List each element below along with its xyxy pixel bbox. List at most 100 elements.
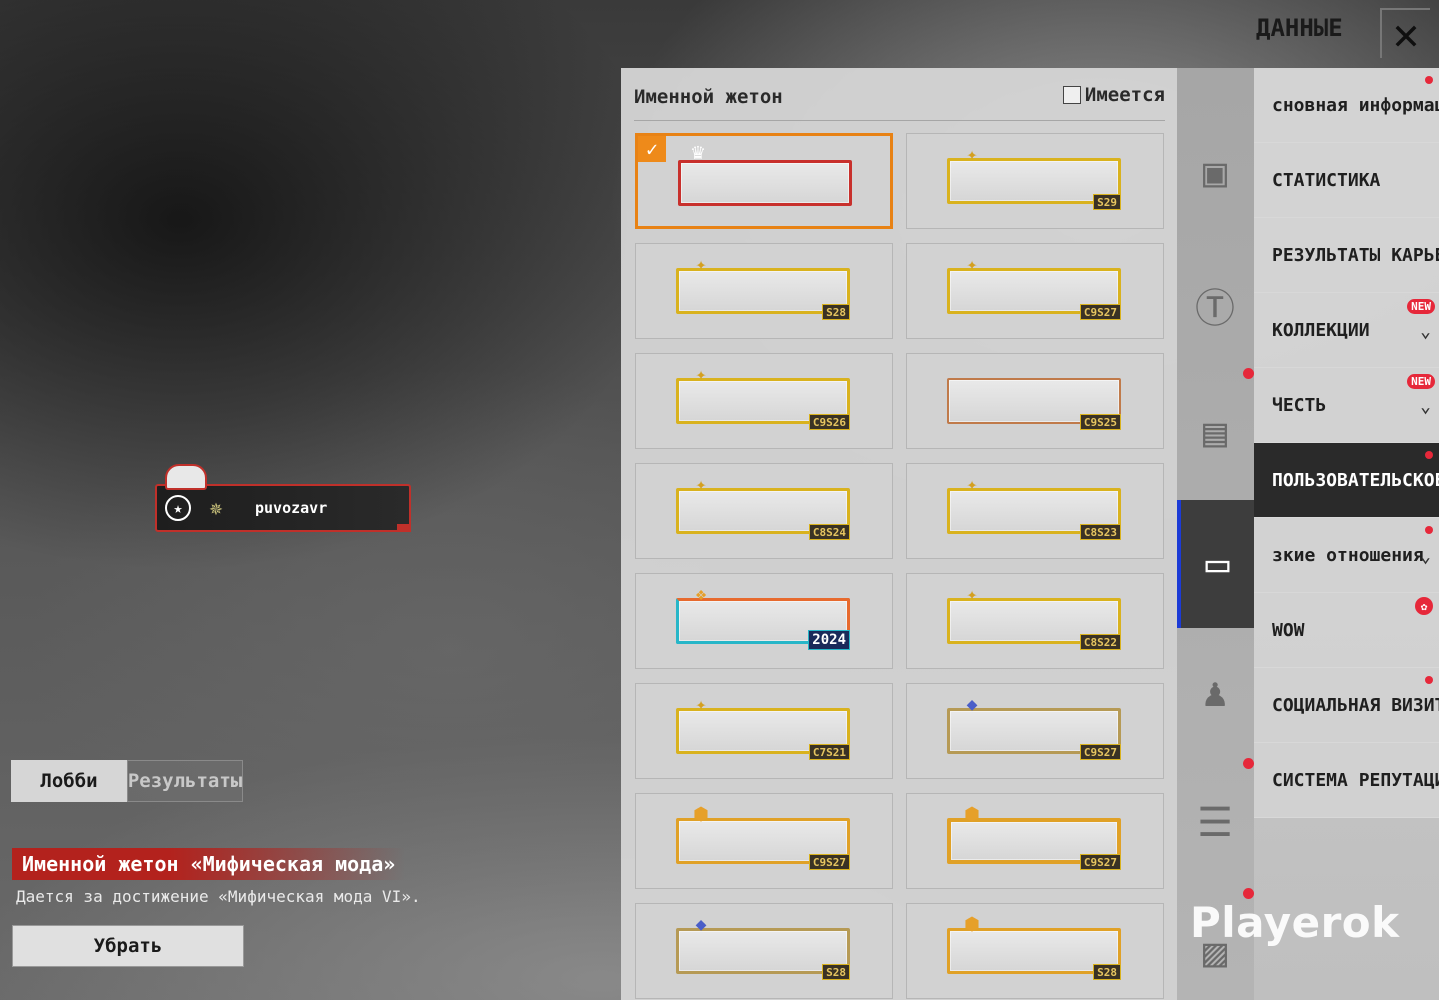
emblem-icon: ⬢ xyxy=(693,803,709,825)
corner-accent xyxy=(397,524,411,532)
player-name: puvozavr xyxy=(255,499,328,517)
nameplate-item[interactable]: ❖ 2024 xyxy=(635,573,893,669)
name-tag-icon[interactable]: ▤ xyxy=(1202,410,1228,456)
emblem-icon: ✦ xyxy=(695,693,707,715)
emblem-icon: ◆ xyxy=(966,693,978,715)
nameplate-panel: Именной жетон Имеется ✓♛✦S29✦S28✦C9S27✦C… xyxy=(621,68,1177,1000)
emblem-icon: ✦ xyxy=(695,363,707,385)
emblem-icon: ❖ xyxy=(695,583,707,605)
star-icon: ★ xyxy=(165,495,191,521)
season-label: S28 xyxy=(822,304,850,320)
menu-item[interactable]: СИСТЕМА РЕПУТАЦИИ xyxy=(1254,743,1439,818)
menu-item[interactable]: СОЦИАЛЬНАЯ ВИЗИТКА xyxy=(1254,668,1439,743)
crest-icon xyxy=(165,464,207,490)
notification-dot xyxy=(1425,676,1433,684)
chevron-down-icon: ⌄ xyxy=(1420,396,1431,417)
menu-item-label: КОЛЛЕКЦИИ xyxy=(1272,319,1370,341)
close-icon[interactable]: ✕ xyxy=(1380,8,1430,60)
chevron-down-icon: ⌄ xyxy=(1420,546,1431,567)
owned-filter-label: Имеется xyxy=(1084,84,1165,106)
title-icon[interactable]: Ⓣ xyxy=(1195,286,1235,332)
menu-item-label: СИСТЕМА РЕПУТАЦИИ xyxy=(1272,769,1439,791)
frame-icon[interactable]: ▣ xyxy=(1202,150,1228,196)
emblem-icon: ✦ xyxy=(966,473,978,495)
chevron-down-icon: ⌄ xyxy=(1420,321,1431,342)
owned-filter[interactable]: Имеется xyxy=(1062,84,1165,106)
nameplate-frame xyxy=(676,268,850,314)
menu-item-label: СОЦИАЛЬНАЯ ВИЗИТКА xyxy=(1272,694,1439,716)
tab-results[interactable]: Результаты xyxy=(127,760,243,802)
nameplate-item[interactable]: ✦ C7S21 xyxy=(635,683,893,779)
category-rail: ▣ Ⓣ ▤ ▭ ♟ ☰ ▨ xyxy=(1177,68,1254,1000)
emblem-icon: ✦ xyxy=(695,253,707,275)
remove-button[interactable]: Убрать xyxy=(12,925,244,967)
nameplate-item[interactable]: ⬢ S28 xyxy=(906,903,1164,999)
season-label: C8S23 xyxy=(1079,524,1121,540)
nameplate-item[interactable]: ⬢ C9S27 xyxy=(906,793,1164,889)
nameplate-item[interactable]: ✓♛ xyxy=(635,133,893,229)
season-label: S28 xyxy=(1093,964,1121,980)
nameplate-item[interactable]: ✦C9S27 xyxy=(906,243,1164,339)
season-label: C8S24 xyxy=(808,524,850,540)
menu-item[interactable]: КОЛЛЕКЦИИ NEW ⌄ xyxy=(1254,293,1439,368)
season-label: C9S25 xyxy=(1079,414,1121,430)
nameplate-item[interactable]: ✦ C8S23 xyxy=(906,463,1164,559)
emblem-icon: ◆ xyxy=(695,913,707,935)
nameplate-item[interactable]: ✦ S28 xyxy=(635,243,893,339)
emblem-icon: ✦ xyxy=(966,253,978,275)
selected-item-description: Дается за достижение «Мифическая мода VI… xyxy=(16,887,421,906)
notification-dot xyxy=(1243,888,1254,899)
emblem-icon: ⬢ xyxy=(964,913,980,935)
nameplate-item[interactable]: ◆ C9S27 xyxy=(906,683,1164,779)
season-label: S29 xyxy=(1093,194,1121,210)
nameplate-item[interactable]: ✦ C8S24 xyxy=(635,463,893,559)
check-icon: ✓ xyxy=(638,136,666,162)
folder-icon[interactable]: ▭ xyxy=(1177,500,1254,628)
menu-item[interactable]: WOW✿ xyxy=(1254,593,1439,668)
new-badge: NEW xyxy=(1407,299,1435,314)
divider xyxy=(634,120,1165,121)
notification-dot xyxy=(1243,758,1254,769)
image-icon[interactable]: ▨ xyxy=(1202,930,1228,976)
emblem-icon: ✦ xyxy=(966,583,978,605)
season-label: C9S27 xyxy=(1079,744,1121,760)
season-label: C7S21 xyxy=(808,744,850,760)
tab-lobby[interactable]: Лобби xyxy=(11,760,127,802)
nameplate-item[interactable]: ⬢ C9S27 xyxy=(635,793,893,889)
menu-item-label: сновная информаци xyxy=(1272,94,1439,116)
emblem-icon: ✦ xyxy=(695,473,707,495)
portrait-icon[interactable]: ♟ xyxy=(1202,670,1228,716)
panel-title: Именной жетон xyxy=(634,86,783,108)
nameplate-preview: ★ ✵ puvozavr xyxy=(155,464,411,532)
menu-item-label: WOW xyxy=(1272,619,1305,641)
nameplate-item[interactable]: ✦ S29 xyxy=(906,133,1164,229)
menu-item-label: СТАТИСТИКА xyxy=(1272,169,1381,191)
nameplate-item[interactable]: ✦ C8S22 xyxy=(906,573,1164,669)
season-label: C9S27 xyxy=(808,854,850,870)
nameplate-item[interactable]: ✦ C9S26 xyxy=(635,353,893,449)
nameplate-frame xyxy=(947,708,1121,754)
season-label: C9S27 xyxy=(1079,854,1121,870)
mode-tabs: Лобби Результаты xyxy=(11,760,243,802)
watermark: Playerok xyxy=(1190,898,1400,947)
nameplate-item[interactable]: C9S25 xyxy=(906,353,1164,449)
menu-item[interactable]: ПОЛЬЗОВАТЕЛЬСКОЕ xyxy=(1254,443,1439,518)
season-label: C9S26 xyxy=(808,414,850,430)
emblem-icon: ⬢ xyxy=(964,803,980,825)
menu-item[interactable]: зкие отношения⌄ xyxy=(1254,518,1439,593)
menu-item[interactable]: сновная информаци xyxy=(1254,68,1439,143)
menu-item[interactable]: СТАТИСТИКА xyxy=(1254,143,1439,218)
nameplate-item[interactable]: ◆S28 xyxy=(635,903,893,999)
season-label: 2024 xyxy=(808,630,850,650)
season-label: C8S22 xyxy=(1079,634,1121,650)
emblem-icon: ♛ xyxy=(691,139,705,165)
id-card-icon[interactable]: ☰ xyxy=(1197,800,1233,846)
notification-dot xyxy=(1425,526,1433,534)
emblem-icon: ✦ xyxy=(966,143,978,165)
menu-item-label: ЧЕСТЬ xyxy=(1272,394,1327,416)
menu-item[interactable]: РЕЗУЛЬТАТЫ КАРЬЕРЬ xyxy=(1254,218,1439,293)
owned-checkbox[interactable] xyxy=(1062,86,1081,104)
